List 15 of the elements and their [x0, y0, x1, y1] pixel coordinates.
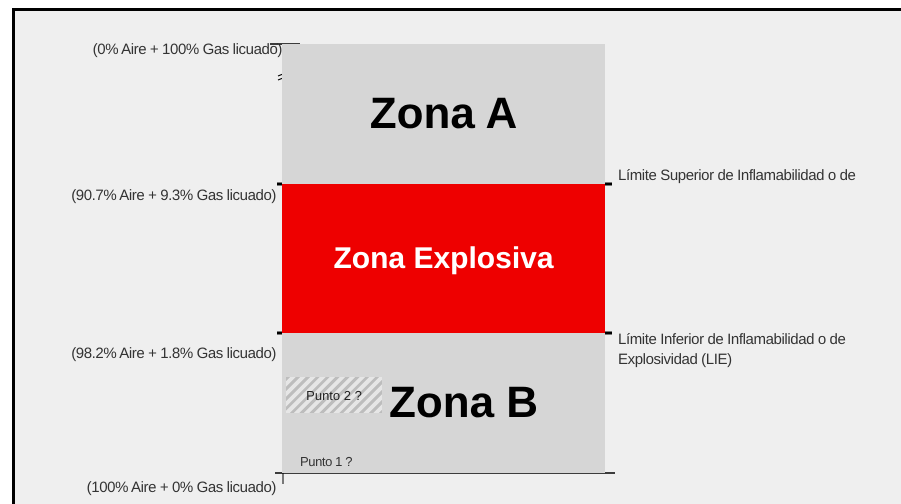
- explosive-zone-band: [282, 184, 605, 333]
- zone-label: Zona Explosiva: [333, 242, 554, 276]
- mixture-label: (90.7% Aire + 9.3% Gas licuado): [70, 186, 276, 206]
- zone-band: [282, 333, 605, 473]
- point-label: Punto 1 ?: [300, 453, 354, 471]
- zone-label: Zona A: [370, 89, 518, 139]
- limit-label: Límite Inferior de Inflamabilidad o de Explosividad (LIE): [618, 330, 846, 370]
- hatched-point-box: [286, 377, 382, 413]
- zone-label: Punto 2 ?: [306, 388, 362, 402]
- mixture-label: (98.2% Aire + 1.8% Gas licuado): [70, 344, 276, 364]
- zone-label: Zona B: [388, 378, 538, 428]
- mixture-label: (100% Aire + 0% Gas licuado): [86, 478, 276, 498]
- limit-label: Límite Superior de Inflamabilidad o de: [618, 166, 856, 186]
- zone-band: [282, 44, 605, 184]
- mixture-label: (0% Aire + 100% Gas licuado): [92, 40, 282, 60]
